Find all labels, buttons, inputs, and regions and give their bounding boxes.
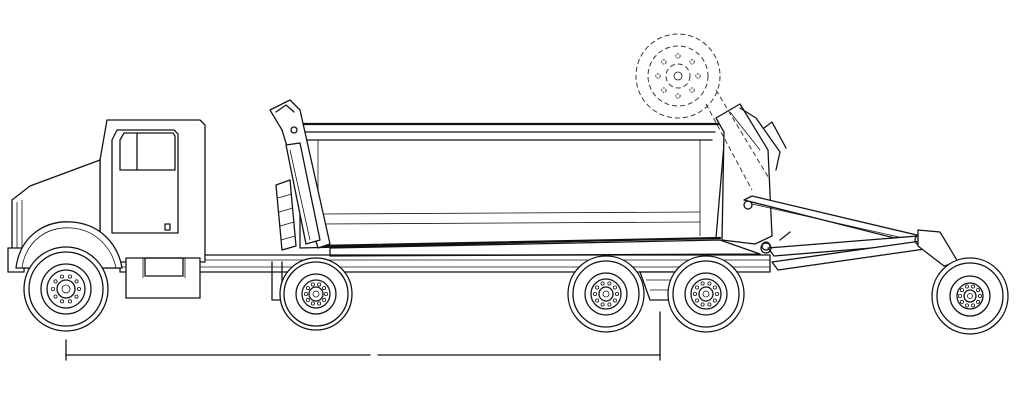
lug-nut [976, 299, 981, 304]
lug-nut [607, 281, 612, 286]
lug-nut [958, 293, 963, 298]
lug-nut [715, 291, 720, 296]
spare-wheel-stowed [635, 33, 771, 191]
lug-nut [60, 299, 65, 304]
lug-nut [695, 298, 700, 303]
dump-body [269, 99, 761, 257]
lug-nut [964, 303, 969, 308]
lug-nut [600, 281, 605, 286]
lug-nut [68, 274, 73, 279]
lug-nut [978, 293, 983, 298]
lug-nut [689, 87, 695, 93]
lug-nut [51, 286, 56, 291]
lug-nut [310, 301, 315, 306]
lug-nut [689, 59, 695, 65]
chassis-frame [119, 254, 771, 273]
lug-nut [74, 294, 79, 299]
booster-arm [743, 195, 959, 271]
lug-nut [712, 285, 717, 290]
lug-nut [959, 288, 964, 293]
lug-nut [77, 286, 82, 291]
lug-nut [595, 298, 600, 303]
lug-nut [615, 291, 620, 296]
lug-nut [305, 297, 310, 302]
lug-nut [60, 274, 65, 279]
drive-wheel-front [567, 255, 645, 333]
lug-nut [964, 284, 969, 289]
lug-nut [612, 298, 617, 303]
pusher-wheel [271, 257, 353, 331]
lug-nut [700, 302, 705, 307]
lug-nut [700, 281, 705, 286]
lug-nut [971, 284, 976, 289]
booster-wheel [931, 257, 1009, 335]
lug-nut [675, 53, 681, 59]
wheelbase-dimension-line [65, 311, 661, 361]
lug-nut [607, 302, 612, 307]
lug-nut [612, 285, 617, 290]
lug-nut [303, 291, 308, 296]
lug-nut [695, 73, 701, 79]
lug-nut [661, 59, 667, 65]
lug-nut [675, 93, 681, 99]
lug-nut [593, 291, 598, 296]
lug-nut [53, 294, 58, 299]
lug-nut [317, 301, 322, 306]
lug-nut [74, 279, 79, 284]
lug-nut [959, 299, 964, 304]
tailgate-assembly [715, 103, 787, 251]
lug-nut [322, 297, 327, 302]
lug-nut [305, 286, 310, 291]
lug-nut [976, 288, 981, 293]
lug-nut [695, 285, 700, 290]
lug-nut [707, 302, 712, 307]
lug-nut [712, 298, 717, 303]
lug-nut [323, 291, 328, 296]
lug-nut [322, 286, 327, 291]
lug-nut [693, 291, 698, 296]
lug-nut [661, 87, 667, 93]
steer-wheel [23, 246, 109, 332]
lug-nut [971, 303, 976, 308]
drive-wheel-rear [667, 255, 745, 333]
lug-nut [600, 302, 605, 307]
lug-nut [53, 279, 58, 284]
lug-nut [68, 299, 73, 304]
lug-nut [595, 285, 600, 290]
lug-nut [317, 282, 322, 287]
lug-nut [655, 73, 661, 79]
lug-nut [310, 282, 315, 287]
lug-nut [707, 281, 712, 286]
